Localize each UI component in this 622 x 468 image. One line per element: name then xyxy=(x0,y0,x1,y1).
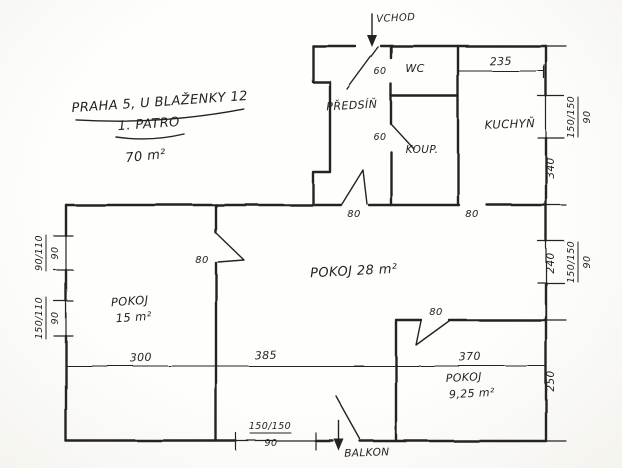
svg-text:90: 90 xyxy=(265,438,278,449)
balcony-label: BALKON xyxy=(344,446,390,460)
floor-underline xyxy=(115,133,185,140)
svg-text:150/150: 150/150 xyxy=(249,421,291,432)
dim-door-hall: 80 xyxy=(347,209,361,220)
room-label-room9-line1: POKOJ xyxy=(445,370,482,385)
entrance-arrow-head xyxy=(367,35,377,47)
dim-width-living: 385 xyxy=(255,349,278,363)
dim-door-room15: 80 xyxy=(195,255,209,266)
room-label-living: POKOJ 28 m² xyxy=(310,262,398,282)
svg-text:150/110: 150/110 xyxy=(34,297,45,339)
bathroom-door-swing xyxy=(391,124,415,150)
svg-text:90: 90 xyxy=(582,111,593,124)
dim-door-kitchen: 80 xyxy=(465,209,479,220)
title-area: 70 m² xyxy=(125,147,167,166)
window-label-right-lower: 150/150 90 xyxy=(566,241,593,283)
dim-width-room15: 300 xyxy=(130,351,153,365)
svg-text:150/150: 150/150 xyxy=(566,241,577,283)
svg-text:90/110: 90/110 xyxy=(34,235,45,271)
svg-text:250: 250 xyxy=(545,370,557,391)
room9-door-swing xyxy=(415,320,450,346)
entrance-door-swing xyxy=(346,46,379,90)
room-label-room15-line1: POKOJ xyxy=(110,293,149,310)
hall-door-swing xyxy=(341,169,368,205)
wall-upper-left-jog xyxy=(311,44,332,207)
svg-text:150/150: 150/150 xyxy=(566,96,577,138)
svg-text:90: 90 xyxy=(50,247,61,260)
room15-door-swing xyxy=(216,233,245,263)
dim-door-bath: 60 xyxy=(374,132,387,143)
room-label-room15-line2: 15 m² xyxy=(115,309,152,325)
entrance-label: VCHOD xyxy=(376,12,415,25)
room-label-room9-line2: 9,25 m² xyxy=(449,386,496,401)
svg-text:240: 240 xyxy=(545,252,557,273)
dim-width-room9: 370 xyxy=(459,350,482,364)
dim-depth-kitchen: 340 xyxy=(545,157,557,178)
dim-kitchen-width: 235 xyxy=(490,55,513,69)
svg-text:90: 90 xyxy=(50,312,61,325)
dim-depth-room9: 250 xyxy=(545,370,557,391)
title-underline xyxy=(75,108,245,122)
room-label-wc: WC xyxy=(405,62,424,75)
wall-room9 xyxy=(394,318,548,443)
door-swings-layer xyxy=(216,13,450,451)
room-label-kitchen: KUCHYŇ xyxy=(484,115,535,132)
balcony-arrow-head xyxy=(334,439,344,451)
walls-layer xyxy=(64,44,548,443)
window-label-bottom: 150/150 90 xyxy=(249,421,292,449)
dimension-lines-layer xyxy=(65,45,567,442)
dim-door-room9: 80 xyxy=(429,307,443,318)
balcony-door-swing xyxy=(335,395,361,440)
window-label-left-upper: 90/110 90 xyxy=(34,234,61,272)
room-label-hall: PŘEDSÍŇ xyxy=(326,98,378,114)
room-label-bathroom: KOUP. xyxy=(406,144,439,156)
dim-door-wc: 60 xyxy=(374,66,387,77)
title-address: PRAHA 5, U BLAŽENKY 12 xyxy=(71,88,248,116)
svg-text:340: 340 xyxy=(545,157,557,178)
svg-text:90: 90 xyxy=(582,256,593,269)
dim-depth-mid: 240 xyxy=(545,252,557,273)
windows-layer xyxy=(53,95,565,451)
window-label-right-upper: 150/150 90 xyxy=(566,96,593,138)
window-label-left-lower: 150/110 90 xyxy=(34,296,61,340)
title-floor: 1. PATRO xyxy=(117,115,180,134)
